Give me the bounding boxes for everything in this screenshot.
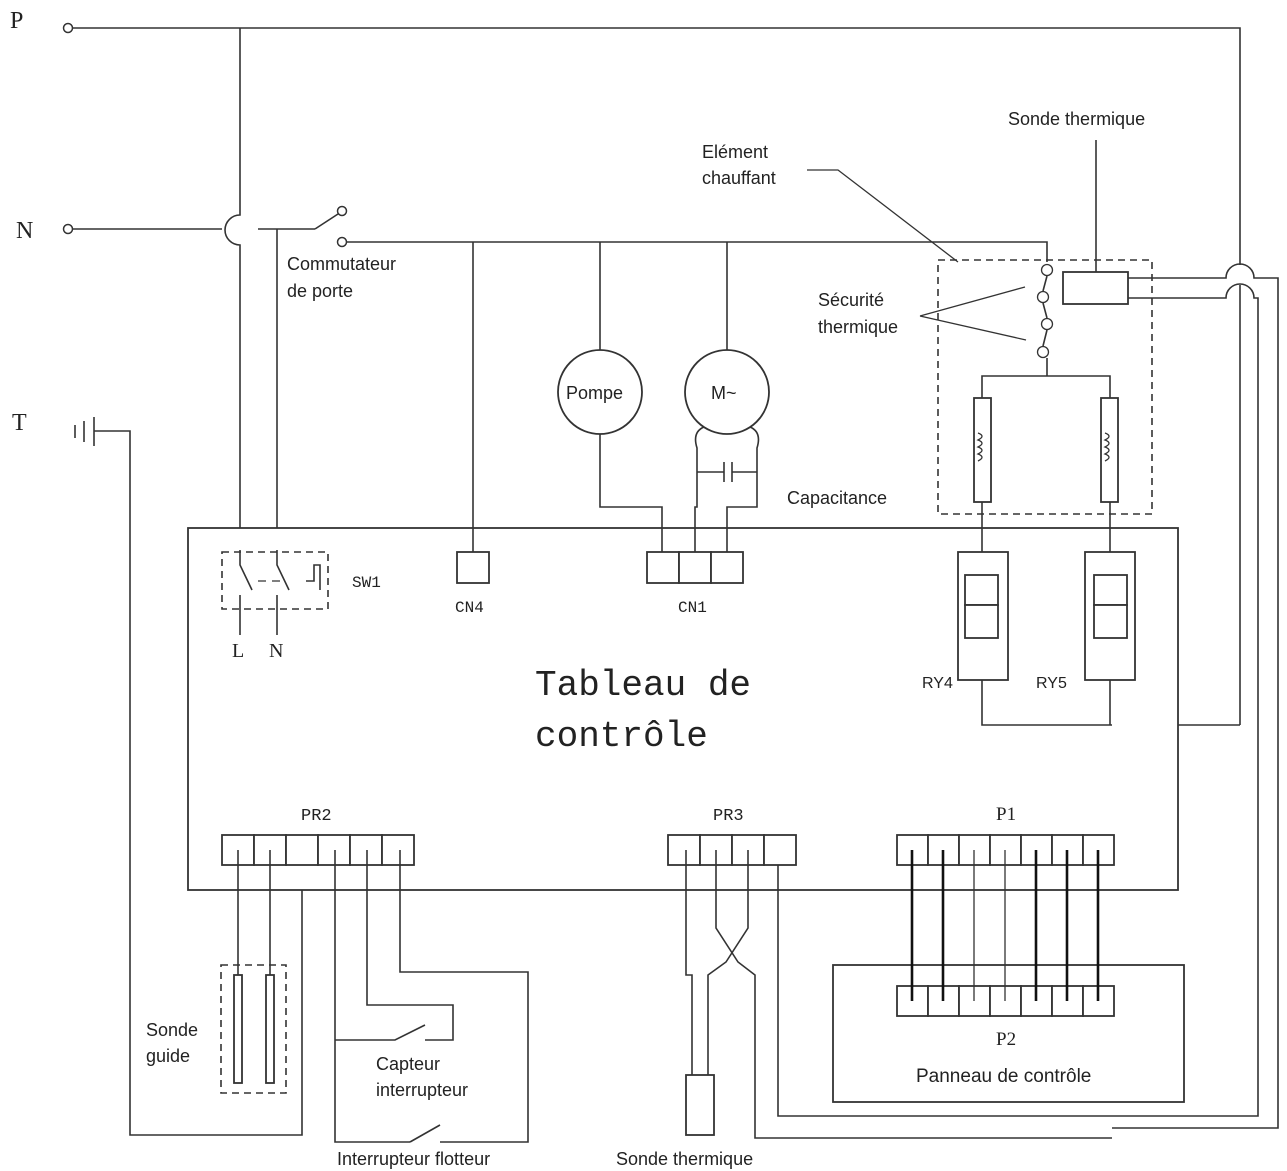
pump	[557, 242, 663, 552]
thermal-safety-label-1: Sécurité	[818, 290, 884, 310]
guide-probe-label-2: guide	[146, 1046, 190, 1066]
sensor-switch-label-2: interrupteur	[376, 1080, 468, 1100]
pr3-connector	[667, 834, 797, 866]
phase-terminal-label: P	[10, 8, 23, 34]
heating-element-right	[1100, 397, 1119, 552]
sw1-switch	[221, 550, 329, 635]
cn4-connector	[456, 242, 490, 584]
float-switch-label: Interrupteur flotteur	[337, 1149, 490, 1169]
control-panel-label: Panneau de contrôle	[916, 1066, 1091, 1087]
cn1-connector	[646, 551, 744, 584]
pr2-label: PR2	[301, 807, 332, 826]
sw1-label: SW1	[352, 574, 381, 592]
pr2-connector	[221, 834, 415, 866]
heating-element-pointer	[807, 169, 959, 263]
heating-element-label-1: Elément	[702, 142, 768, 162]
relay-ry4	[957, 551, 1112, 726]
cn4-label: CN4	[455, 599, 484, 617]
thermal-safety-label-2: thermique	[818, 317, 898, 337]
door-switch-label-2: de porte	[287, 281, 353, 301]
thermal-probe-top-label: Sonde thermique	[1008, 109, 1145, 129]
thermal-safety-coils	[981, 263, 1111, 398]
thermal-probe-top	[777, 140, 1279, 1129]
p1-label: P1	[996, 804, 1016, 825]
pump-label: Pompe	[566, 383, 623, 403]
sw1-l-label: L	[232, 640, 244, 662]
motor-label: M~	[711, 383, 737, 403]
neutral-terminal-label: N	[16, 218, 33, 244]
sensor-switch-label-1: Capteur	[376, 1054, 440, 1074]
relay-ry5	[1084, 551, 1136, 725]
guide-probe	[220, 850, 287, 1094]
heating-element-label-2: chauffant	[702, 168, 776, 188]
guide-probe-label-1: Sonde	[146, 1020, 198, 1040]
neutral-wire	[62, 223, 315, 550]
capacitor-label: Capacitance	[787, 488, 887, 508]
control-board	[187, 527, 1179, 891]
board-title-line-2: contrôle	[535, 716, 708, 757]
sw1-n-label: N	[269, 640, 283, 662]
door-switch-label-1: Commutateur	[287, 254, 396, 274]
thermal-probe-bottom	[685, 850, 1112, 1139]
thermal-safety-pointers	[919, 286, 1027, 341]
motor	[684, 242, 770, 552]
board-title-line-1: Tableau de	[535, 665, 751, 706]
ry5-label: RY5	[1036, 675, 1067, 692]
thermal-probe-bottom-label: Sonde thermique	[616, 1149, 753, 1169]
ry4-label: RY4	[922, 675, 953, 692]
heating-element-left	[973, 397, 992, 552]
earth-terminal-label: T	[12, 410, 27, 436]
sensor-switch	[334, 850, 454, 1143]
ribbon-cable-p1-p2	[910, 850, 1100, 1001]
float-switch	[399, 850, 529, 1143]
heater-assembly	[937, 259, 1153, 515]
earth-symbol	[74, 417, 303, 1136]
door-switch	[314, 205, 1048, 262]
cn1-label: CN1	[678, 599, 707, 617]
p2-label: P2	[996, 1029, 1016, 1050]
pr3-label: PR3	[713, 807, 744, 826]
